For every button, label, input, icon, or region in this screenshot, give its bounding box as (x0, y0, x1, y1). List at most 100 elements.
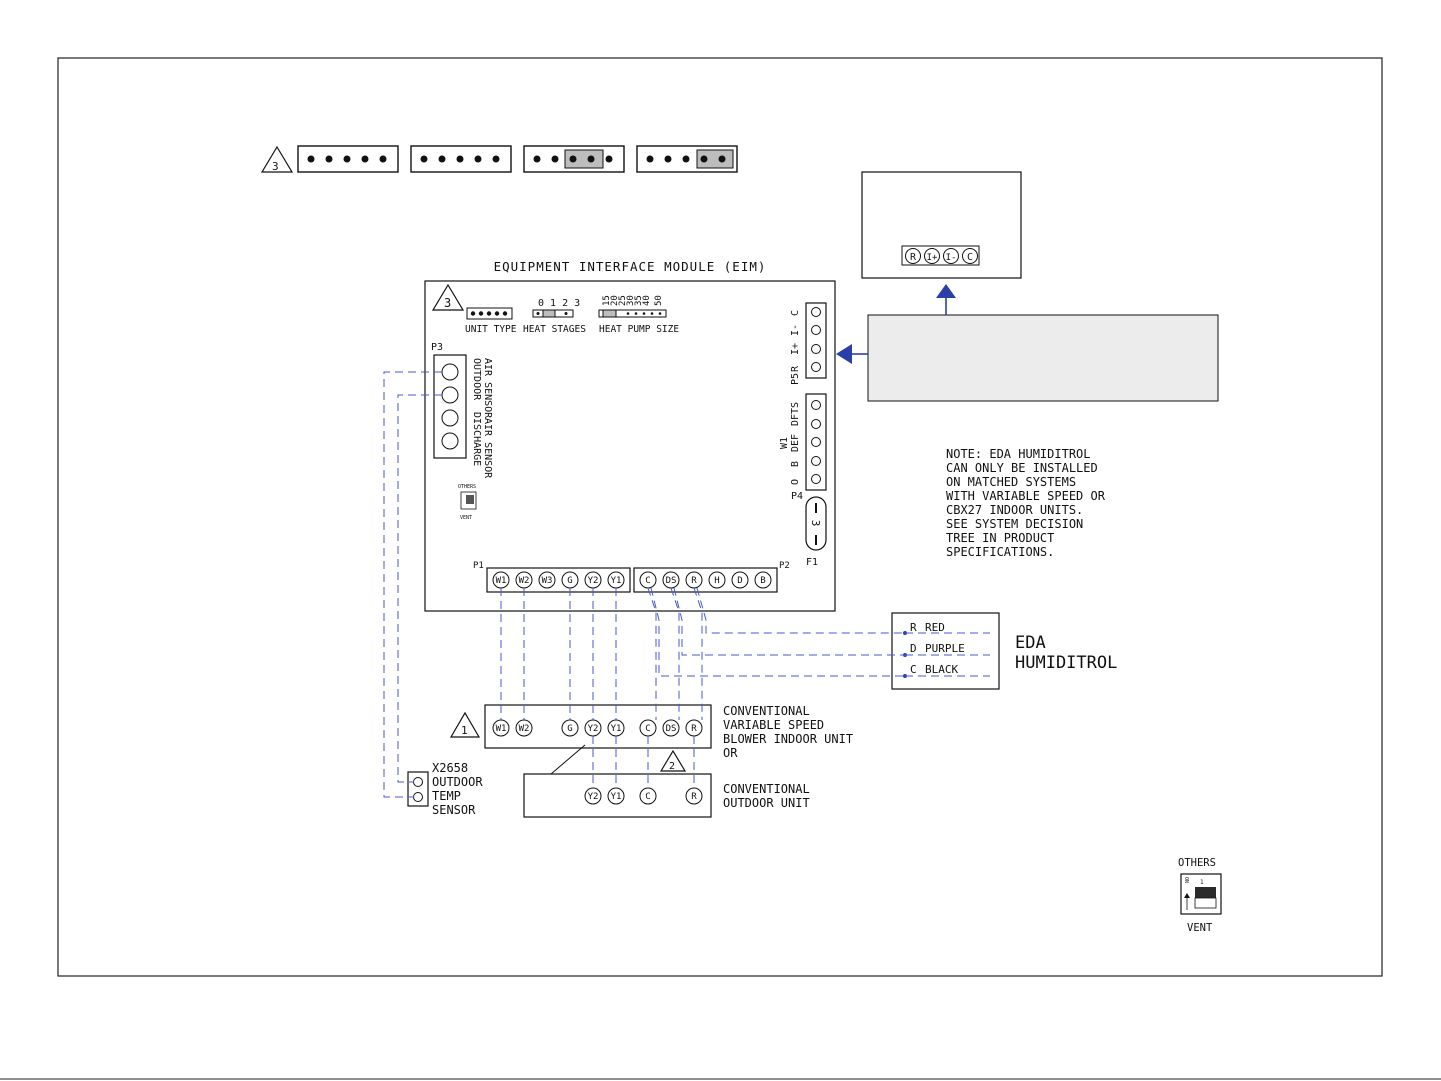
heat-pump-size: 15 (602, 295, 612, 306)
eim-board: 3 UNIT TYPE 0 1 2 3 HEAT STAGES 15 20 25… (424, 280, 836, 612)
sensor-label-line: OUTDOOR (432, 775, 483, 789)
indoor-terminal: Y2 (588, 724, 599, 734)
sensor-label-line: SENSOR (432, 803, 476, 817)
p1-terminal: Y2 (588, 576, 599, 586)
p1-terminal: W2 (519, 576, 530, 586)
svg-text:VENT: VENT (460, 515, 472, 521)
outdoor-label-line: OUTDOOR UNIT (723, 796, 810, 810)
gray-callout-panel (867, 314, 1219, 402)
p5-pin-label: R (790, 365, 801, 372)
p3-sensor-label: AIR SENSOR (482, 358, 493, 419)
dip-legend-position: 1 (1200, 879, 1204, 886)
indoor-label-line: OR (723, 746, 738, 760)
heat-stages-label: HEAT STAGES (523, 324, 586, 335)
outdoor-terminal: Y1 (611, 792, 622, 802)
eda-pin: D (910, 642, 917, 655)
p1-terminal: Y1 (611, 576, 622, 586)
board-dip-switch: OTHERS VENT (458, 484, 477, 521)
jumper-block-1 (297, 145, 399, 173)
p1-terminal-strip (486, 567, 631, 593)
outdoor-warning-number: 2 (669, 761, 675, 772)
heat-pump-size: 40 (642, 295, 652, 306)
note-line: SPECIFICATIONS. (946, 545, 1054, 559)
arrow-up-icon (936, 284, 956, 298)
p4-pin-label: DFTS (790, 402, 801, 426)
dip-legend-on: ON (1183, 877, 1189, 883)
p4-label: P4 (791, 491, 803, 502)
outdoor-terminal: C (645, 792, 650, 802)
heat-pump-size-label: HEAT PUMP SIZE (599, 324, 679, 335)
dip-switch-legend: OTHERS ON 1 VENT (1178, 857, 1222, 934)
outdoor-unit-block: 2 Y2 Y1 C R CONVENTIONAL OUTDOOR UNIT (523, 749, 810, 818)
p2-terminal: C (645, 576, 650, 586)
outdoor-temp-sensor: X2658 OUTDOOR TEMP SENSOR (407, 761, 483, 817)
note-line: ON MATCHED SYSTEMS (946, 475, 1076, 489)
indoor-terminal: W1 (496, 724, 507, 734)
indoor-label-line: BLOWER INDOOR UNIT (723, 732, 853, 746)
p3-label: P3 (431, 342, 443, 353)
heat-pump-size: 30 (626, 295, 636, 306)
p5-pin-label: I- (790, 324, 801, 336)
p5-pin-label: C (790, 310, 801, 316)
heat-stages-numbers: 0 1 2 3 (538, 298, 580, 309)
p5-connector (805, 302, 827, 379)
sensor-label-line: X2658 (432, 761, 468, 775)
indoor-terminal: Y1 (611, 724, 622, 734)
note-block: NOTE: EDA HUMIDITROL CAN ONLY BE INSTALL… (946, 447, 1106, 559)
svg-text:OTHERS: OTHERS (458, 484, 476, 490)
outdoor-label-line: CONVENTIONAL (723, 782, 810, 796)
p4-connector (805, 393, 827, 491)
eda-title-line1: EDA (1015, 633, 1046, 653)
indoor-terminal: R (691, 724, 697, 734)
note-line: CBX27 INDOOR UNITS. (946, 503, 1083, 517)
note-line: WITH VARIABLE SPEED OR (946, 489, 1106, 503)
indoor-warning-number: 1 (461, 724, 468, 737)
outdoor-warning-icon (659, 749, 687, 772)
indoor-terminal: G (567, 724, 572, 734)
w1-label: W1 (779, 437, 790, 449)
note-line: NOTE: EDA HUMIDITROL (946, 447, 1091, 461)
jumper-block-3 (523, 145, 625, 173)
heat-pump-size: 50 (654, 295, 664, 306)
thermostat-terminal: I- (946, 253, 957, 263)
indoor-terminal: W2 (519, 724, 530, 734)
jumper-row: 3 (260, 145, 738, 173)
p4-pin-label: O (790, 479, 801, 485)
note-line: CAN ONLY BE INSTALLED (946, 461, 1098, 475)
p2-terminal: R (691, 576, 697, 586)
indoor-label-line: CONVENTIONAL (723, 704, 810, 718)
p2-terminal-strip (633, 567, 778, 593)
eda-color: PURPLE (925, 642, 965, 655)
p1-terminal: W1 (496, 576, 507, 586)
eda-title-line2: HUMIDITROL (1015, 653, 1117, 673)
indoor-terminal: C (645, 724, 650, 734)
fuse-label: F1 (806, 557, 818, 568)
p2-label: P2 (779, 561, 790, 571)
p2-terminal: B (760, 576, 765, 586)
p3-connector (433, 354, 467, 459)
indoor-warning-icon (449, 711, 481, 738)
jumper-warning-number: 3 (272, 160, 279, 173)
dip-legend-bottom: VENT (1187, 922, 1213, 934)
p1-terminal: G (567, 576, 572, 586)
heat-pump-size-values: 15 20 25 30 35 40 50 (602, 295, 664, 306)
outdoor-terminal: R (691, 792, 697, 802)
indoor-terminal: DS (666, 724, 677, 734)
fuse-value: 3 (809, 520, 822, 527)
thermostat-terminal: R (910, 252, 917, 263)
thermostat-terminal: C (967, 252, 973, 263)
eda-pin: R (910, 621, 917, 634)
arrow-left-icon (836, 344, 852, 364)
sensor-label-line: TEMP (432, 789, 461, 803)
note-line: SEE SYSTEM DECISION (946, 517, 1083, 531)
p3-sensor-label: AIR SENSOR (482, 418, 493, 479)
jumper-block-2 (410, 145, 512, 173)
note-line: TREE IN PRODUCT (946, 531, 1054, 545)
heat-pump-size: 35 (634, 295, 644, 306)
p2-terminal: DS (666, 576, 677, 586)
p2-terminal: D (737, 576, 742, 586)
p5-pin-label: I+ (790, 343, 801, 355)
p4-pin-label: B (790, 461, 801, 467)
leader-line (550, 744, 586, 775)
